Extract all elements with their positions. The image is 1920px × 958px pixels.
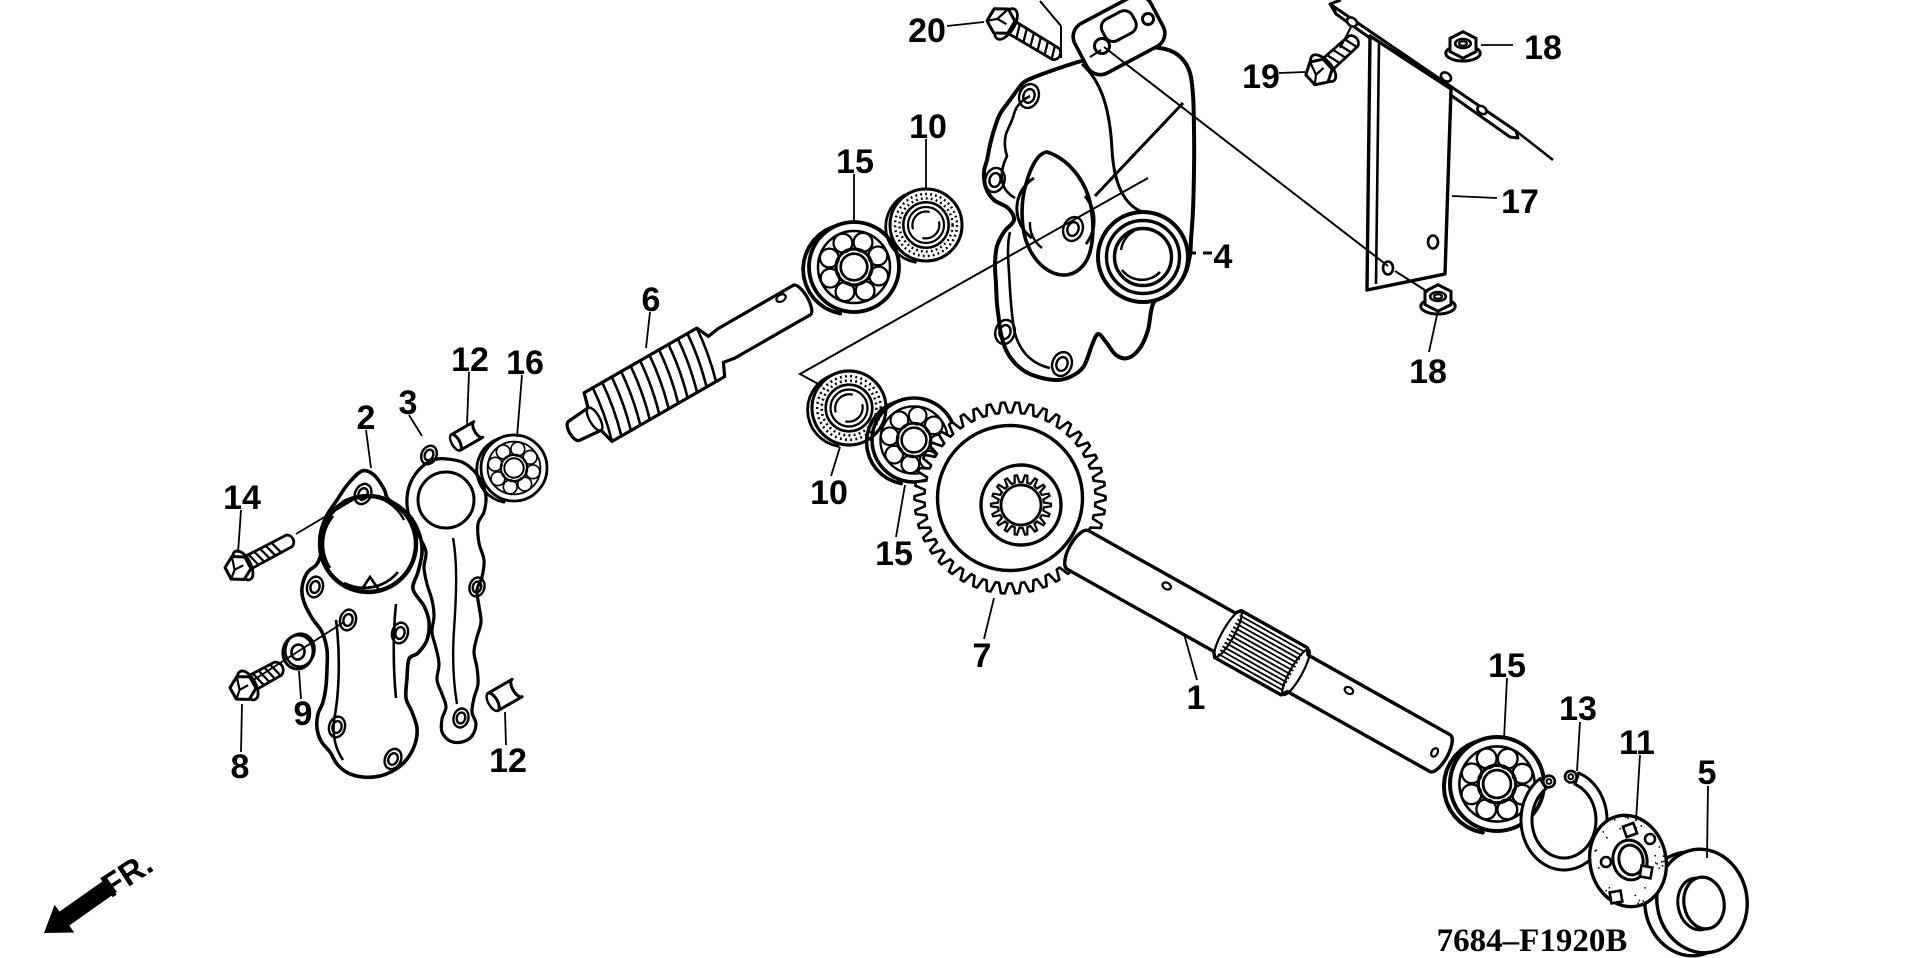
svg-text:7684–F1920B: 7684–F1920B [1437, 923, 1628, 958]
svg-text:9: 9 [294, 695, 313, 733]
svg-text:16: 16 [506, 344, 544, 382]
svg-text:10: 10 [909, 108, 947, 146]
svg-text:18: 18 [1524, 29, 1562, 67]
svg-text:15: 15 [836, 143, 874, 181]
svg-text:12: 12 [451, 341, 489, 379]
svg-text:15: 15 [875, 535, 913, 573]
svg-text:4: 4 [1214, 238, 1233, 276]
svg-text:7: 7 [973, 637, 992, 675]
svg-text:13: 13 [1559, 690, 1597, 728]
svg-text:11: 11 [1619, 724, 1655, 762]
svg-text:1: 1 [1187, 679, 1206, 717]
svg-text:20: 20 [908, 12, 946, 50]
svg-text:10: 10 [810, 474, 848, 512]
svg-text:18: 18 [1409, 353, 1447, 391]
svg-text:2: 2 [357, 399, 376, 437]
svg-text:8: 8 [231, 748, 250, 786]
svg-text:14: 14 [223, 479, 261, 517]
svg-text:19: 19 [1242, 58, 1280, 96]
svg-text:17: 17 [1501, 183, 1539, 221]
svg-text:3: 3 [399, 384, 418, 422]
svg-text:12: 12 [489, 742, 527, 780]
svg-text:5: 5 [1698, 754, 1717, 792]
svg-text:6: 6 [642, 281, 661, 319]
